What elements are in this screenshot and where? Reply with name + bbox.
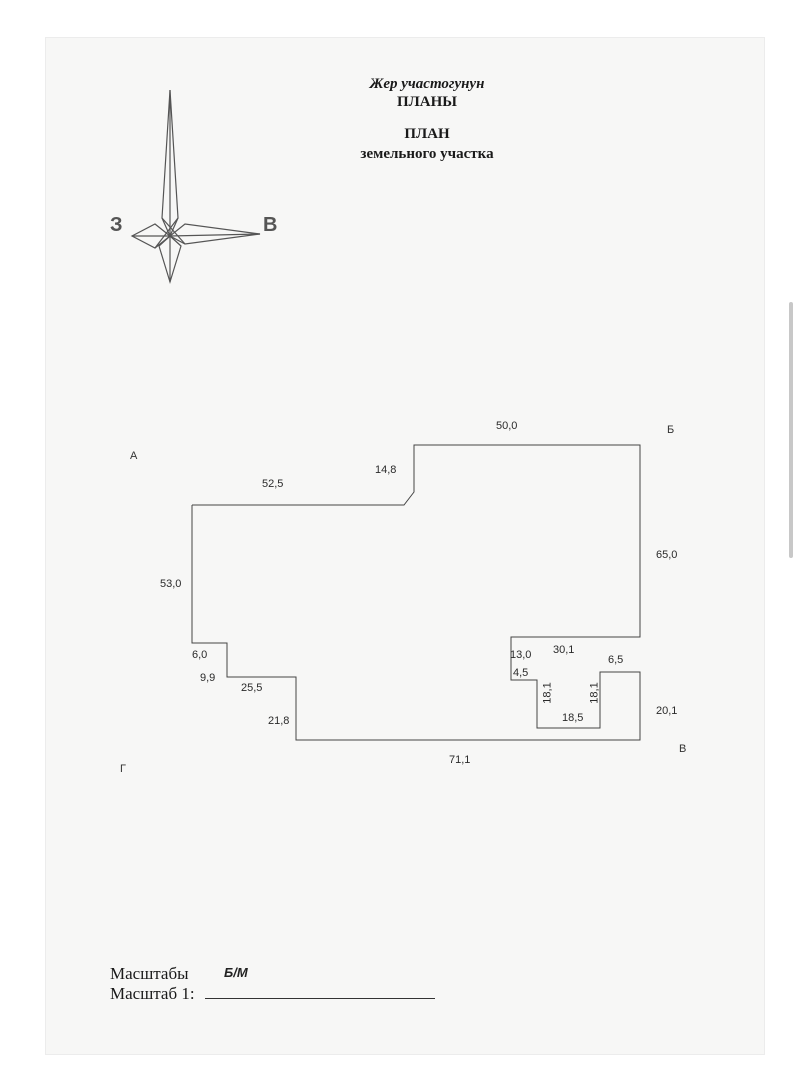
corner-label-b: Б xyxy=(667,424,675,436)
dimension-step-left-vertical-2: 21,8 xyxy=(268,715,290,727)
dimension-inner-right-vertical: 18,1 xyxy=(588,682,601,704)
title-kyrgyz-line1: Жер участогунун xyxy=(369,76,485,92)
corner-label-a: А xyxy=(130,450,138,462)
title-kyrgyz-line2: ПЛАНЫ xyxy=(396,94,458,110)
dimension-step-top: 14,8 xyxy=(375,464,397,476)
dimension-inner-left-vertical: 18,1 xyxy=(541,682,554,704)
compass-rose-icon xyxy=(130,89,261,285)
document-sheet xyxy=(46,38,764,1054)
scale-label-kyrgyz: Масштабы xyxy=(110,964,189,983)
compass-west-label: З xyxy=(110,214,123,236)
scale-value: Б/М xyxy=(224,965,248,980)
title-russian-line1: ПЛАН xyxy=(404,126,450,142)
vertical-scrollbar[interactable] xyxy=(789,302,793,558)
dimension-bottom: 71,1 xyxy=(449,754,471,766)
corner-label-v: В xyxy=(679,743,687,755)
scale-label-russian: Масштаб 1: xyxy=(110,984,195,1003)
dimension-right: 65,0 xyxy=(656,549,678,561)
corner-label-g: Г xyxy=(120,763,126,775)
title-russian-line2: земельного участка xyxy=(360,146,494,162)
dimension-left: 53,0 xyxy=(160,578,182,590)
plot-boundary xyxy=(191,444,641,741)
dimension-top-right: 50,0 xyxy=(496,420,518,432)
dimension-step-left-vertical: 9,9 xyxy=(200,672,216,684)
dimension-step-left-horizontal-2: 25,5 xyxy=(241,682,263,694)
compass-east-label: В xyxy=(263,214,278,236)
dimension-right-notch-horizontal: 30,1 xyxy=(553,644,575,656)
dimension-right-notch-small: 4,5 xyxy=(513,667,529,679)
dimension-step-left-horizontal: 6,0 xyxy=(192,649,208,661)
dimension-top-left: 52,5 xyxy=(262,478,284,490)
dimension-inner-bottom: 18,5 xyxy=(562,712,584,724)
dimension-right-notch-vertical: 13,0 xyxy=(510,649,532,661)
dimension-notch-top: 6,5 xyxy=(608,654,624,666)
dimension-right-lower: 20,1 xyxy=(656,705,678,717)
scale-blank-line xyxy=(205,998,435,999)
